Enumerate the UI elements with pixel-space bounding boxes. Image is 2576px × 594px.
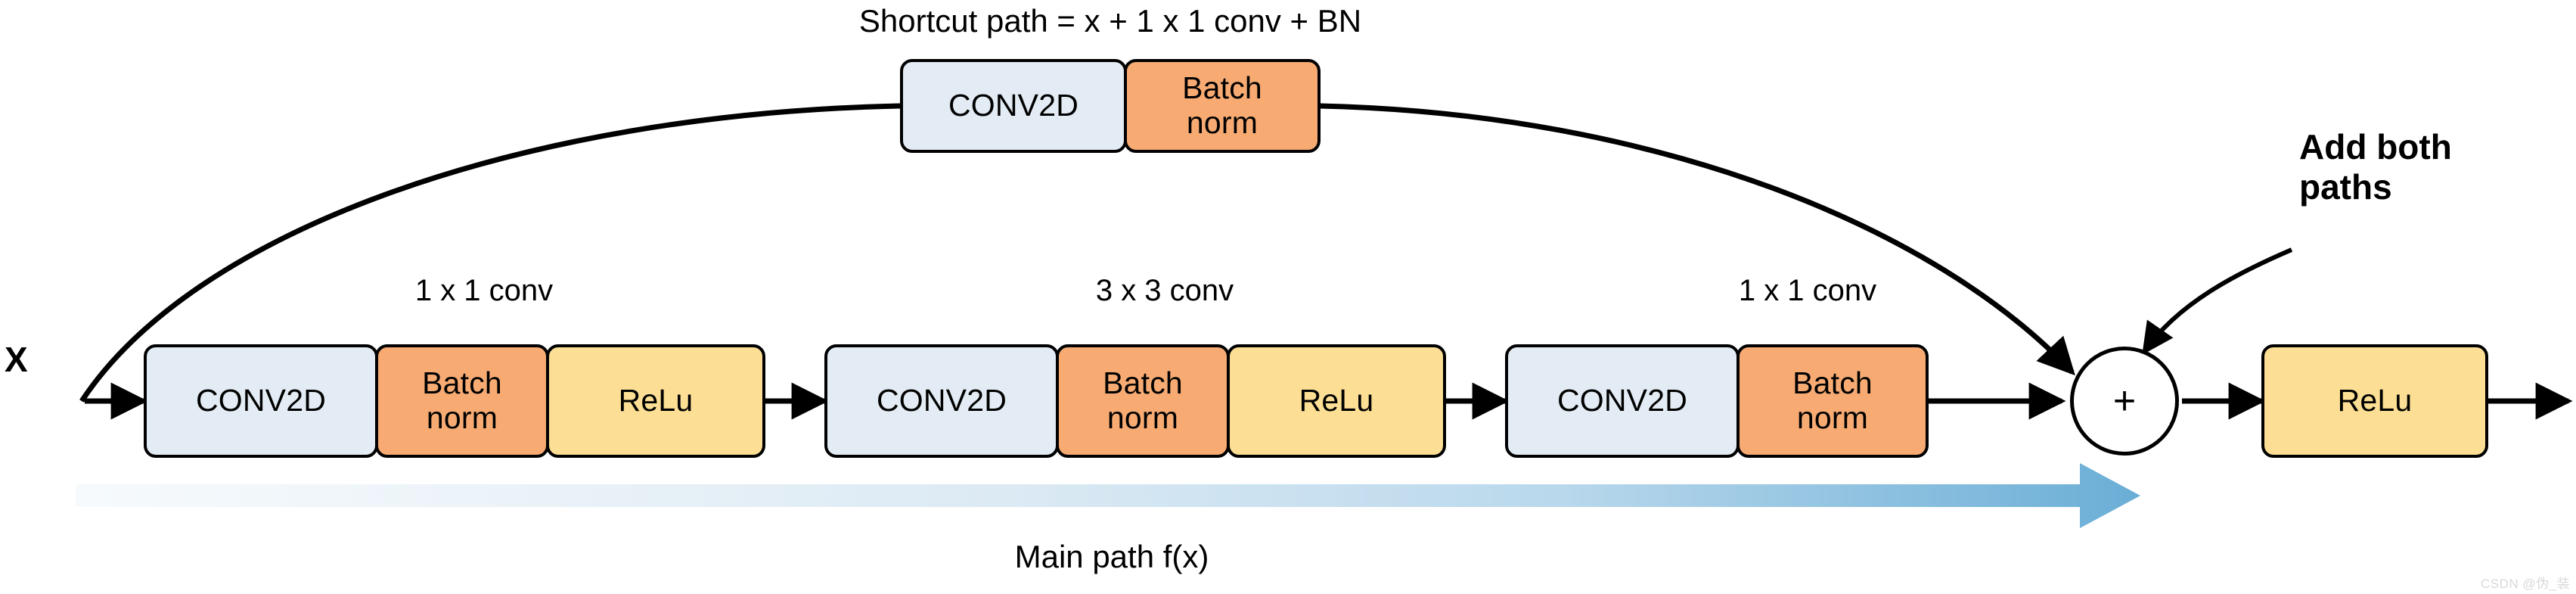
block2-relu-label: ReLu — [1299, 383, 1374, 418]
main-path-label: Main path f(x) — [1014, 539, 1209, 574]
block-2-caption: 3 x 3 conv — [1095, 274, 1234, 307]
main-block-2: CONV2D Batch norm ReLu — [824, 344, 1446, 458]
shortcut-batch-norm-label: Batch norm — [1182, 70, 1262, 140]
block1-batch-norm-label: Batch norm — [422, 365, 502, 435]
input-x-label: X — [5, 340, 28, 379]
add-both-paths-note: Add both paths — [2299, 127, 2452, 207]
main-block-3: CONV2D Batch norm — [1505, 344, 1929, 458]
shortcut-conv2d-node[interactable]: CONV2D — [900, 59, 1127, 153]
block1-batch-norm-node[interactable]: Batch norm — [375, 344, 549, 458]
shortcut-conv2d-label: CONV2D — [948, 88, 1079, 123]
block3-conv2d-label: CONV2D — [1556, 383, 1688, 418]
main-path-gradient-arrow — [76, 463, 2140, 528]
shortcut-curve-left — [79, 103, 901, 403]
block1-conv2d-label: CONV2D — [195, 383, 327, 418]
output-relu-label: ReLu — [2337, 383, 2413, 418]
shortcut-curve-right — [1319, 103, 2075, 376]
block1-relu-node[interactable]: ReLu — [546, 344, 765, 458]
output-relu-node[interactable]: ReLu — [2261, 344, 2488, 458]
plus-icon: + — [2112, 379, 2137, 423]
block1-conv2d-node[interactable]: CONV2D — [144, 344, 378, 458]
add-note-callout-arrow — [2142, 247, 2293, 355]
watermark: CSDN @伪_装 — [2481, 577, 2571, 591]
block2-conv2d-node[interactable]: CONV2D — [824, 344, 1059, 458]
output-block: ReLu — [2261, 344, 2488, 458]
block-3-caption: 1 x 1 conv — [1738, 274, 1877, 307]
block3-batch-norm-label: Batch norm — [1792, 365, 1873, 435]
block-1-caption: 1 x 1 conv — [414, 274, 554, 307]
add-node[interactable]: + — [2070, 347, 2179, 456]
shortcut-batch-norm-node[interactable]: Batch norm — [1124, 59, 1321, 153]
block2-relu-node[interactable]: ReLu — [1227, 344, 1446, 458]
shortcut-path-block: CONV2D Batch norm — [900, 59, 1321, 153]
block3-conv2d-node[interactable]: CONV2D — [1505, 344, 1740, 458]
block3-batch-norm-node[interactable]: Batch norm — [1736, 344, 1929, 458]
main-block-1: CONV2D Batch norm ReLu — [144, 344, 765, 458]
block1-relu-label: ReLu — [618, 383, 694, 418]
block2-batch-norm-node[interactable]: Batch norm — [1056, 344, 1230, 458]
shortcut-path-title: Shortcut path = x + 1 x 1 conv + BN — [858, 3, 1362, 39]
block2-batch-norm-label: Batch norm — [1103, 365, 1183, 435]
block2-conv2d-label: CONV2D — [876, 383, 1007, 418]
